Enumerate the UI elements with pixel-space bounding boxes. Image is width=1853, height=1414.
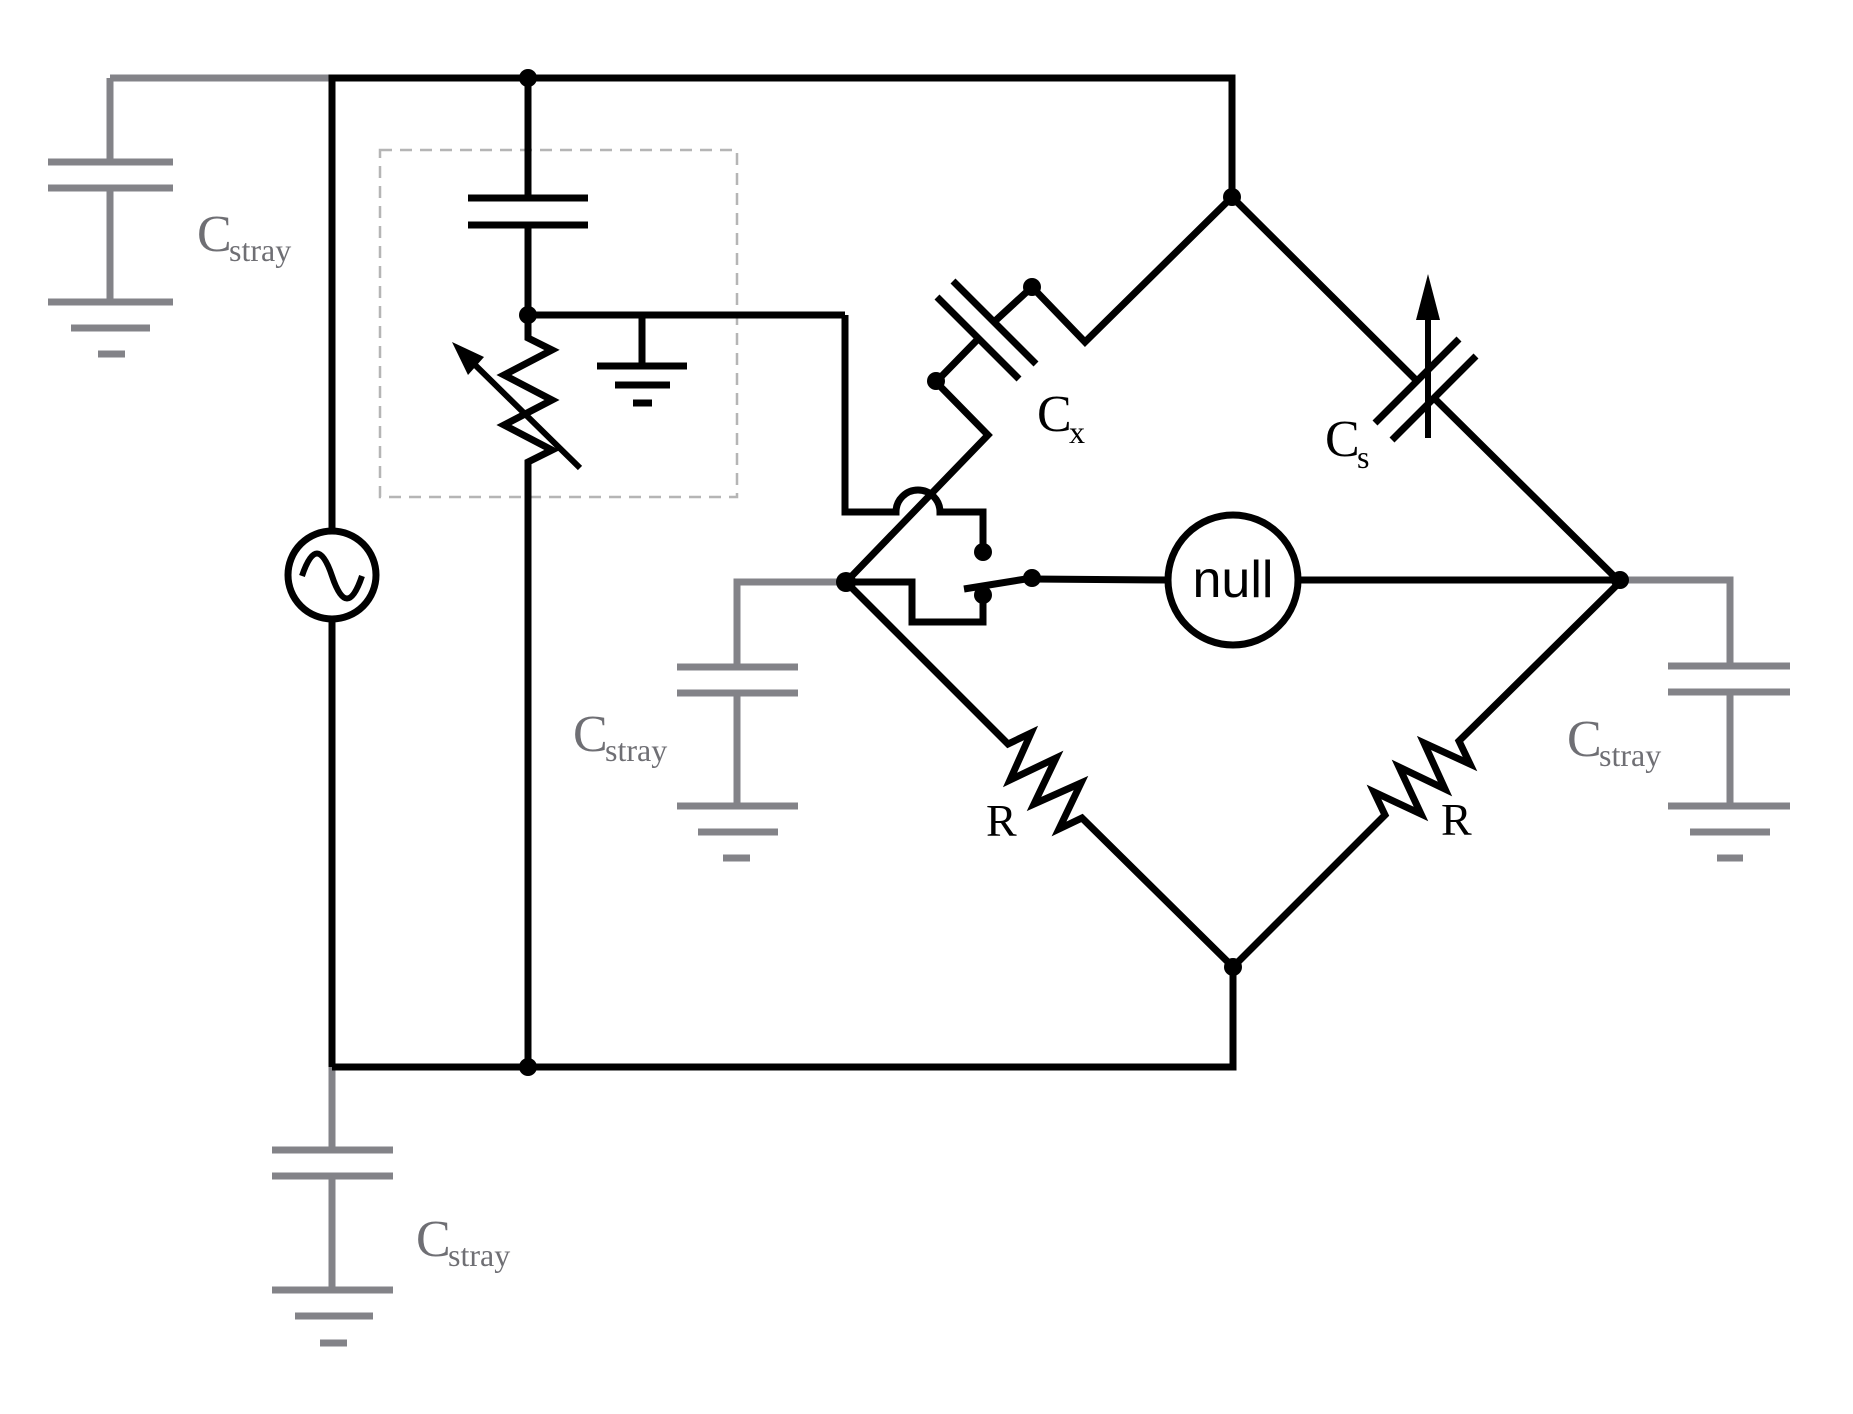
- main-circuit: null: [284, 69, 1629, 1076]
- stray-cap-label: C: [416, 1211, 451, 1268]
- stray-cap-label-sub: stray: [1599, 737, 1661, 773]
- resistor-label-left: R: [986, 795, 1017, 846]
- stray-cap-label-sub: stray: [448, 1237, 510, 1273]
- cs-label: C: [1325, 411, 1360, 468]
- capacitor-plates: [48, 158, 173, 302]
- ground-icon: [1668, 802, 1790, 862]
- stray-capacitor-top-left: C stray: [48, 74, 332, 358]
- capacitor-plates: [468, 194, 588, 229]
- wagner-capacitor: [468, 78, 588, 315]
- switch-contact-dot: [974, 543, 992, 561]
- bridge-arm-resistor-left: [843, 579, 1236, 970]
- switch-blade: [963, 574, 1033, 593]
- wire: [106, 74, 332, 162]
- component-labels: C x C s R R: [986, 386, 1472, 846]
- switch-pivot-dot: [1023, 569, 1041, 587]
- adjust-arrowhead-icon: [452, 342, 484, 375]
- ground-icon: [48, 298, 173, 358]
- wire: [1229, 194, 1623, 585]
- capacitor-plates: [1668, 662, 1790, 806]
- junction-dot: [519, 1058, 537, 1076]
- sine-wave-icon: [299, 550, 365, 602]
- wire: [733, 578, 846, 667]
- bottom-wire: [332, 967, 1237, 1071]
- stray-cap-label: C: [197, 206, 232, 263]
- stray-capacitor-right: C stray: [1567, 576, 1790, 862]
- cx-label: C: [1037, 386, 1072, 443]
- junction-dots: [519, 69, 1629, 1076]
- wire: [1620, 576, 1734, 666]
- junction-dot: [836, 572, 856, 592]
- wagner-earth-dashed-box: [378, 148, 739, 499]
- cx-label-sub: x: [1069, 414, 1085, 450]
- bridge-arm-cx: [843, 194, 1235, 585]
- junction-dot: [519, 306, 537, 324]
- capacitor-plates: [677, 663, 798, 806]
- cs-label-sub: s: [1357, 439, 1369, 475]
- null-detector-circle: [1164, 511, 1302, 649]
- capacitor-plates: [272, 1146, 393, 1290]
- stray-cap-label: C: [1567, 711, 1602, 768]
- null-detector-label: null: [1193, 551, 1274, 609]
- stray-cap-label: C: [573, 706, 608, 763]
- capacitor-plates: [934, 278, 1039, 382]
- ac-source: [284, 527, 380, 623]
- ground-icon: [272, 1286, 393, 1347]
- junction-dot: [1223, 188, 1241, 206]
- bridge-arm-cs: [1229, 194, 1623, 585]
- stray-cap-label-sub: stray: [229, 232, 291, 268]
- stray-capacitor-middle: C stray: [573, 578, 846, 862]
- wire: [843, 194, 1235, 585]
- variable-arrowhead-icon: [1416, 274, 1440, 320]
- switch-contact-dot: [974, 586, 992, 604]
- top-and-left-wire: [328, 74, 1236, 1067]
- bridge-arm-resistor-right: [1230, 579, 1623, 970]
- junction-dot: [1611, 571, 1629, 589]
- ac-source-circle: [284, 527, 380, 623]
- wagner-ground-branch: [528, 311, 845, 407]
- stray-cap-label-sub: stray: [605, 732, 667, 768]
- junction-dot: [927, 372, 945, 390]
- ground-icon: [597, 362, 687, 407]
- switch-lower-path: [846, 578, 987, 626]
- detector-switch: [846, 574, 1033, 626]
- resistor-zigzag: [496, 315, 560, 1067]
- junction-dot: [1224, 958, 1242, 976]
- wire: [1031, 575, 1620, 584]
- stray-capacitor-bottom: C stray: [272, 1067, 510, 1347]
- capacitor-plates: [1372, 336, 1479, 443]
- null-detector: null: [1031, 511, 1620, 649]
- adjust-arrow: [465, 355, 583, 471]
- junction-dot: [1023, 278, 1041, 296]
- resistor-label-right: R: [1441, 794, 1472, 845]
- wagner-to-switch-wire: [841, 315, 987, 548]
- wire: [528, 311, 845, 366]
- junction-dot: [519, 69, 537, 87]
- ground-icon: [677, 802, 798, 862]
- wagner-adjustable-resistor: [452, 315, 583, 1067]
